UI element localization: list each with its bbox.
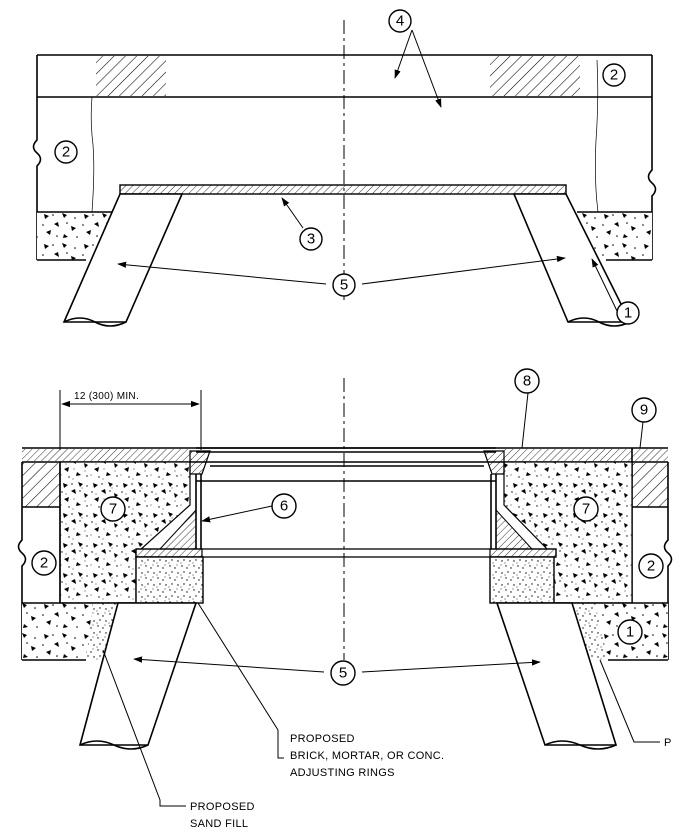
svg-text:PROPOSED: PROPOSED bbox=[190, 801, 255, 813]
top-cover-plate bbox=[119, 184, 567, 195]
bottom-right-break-line bbox=[663, 462, 673, 660]
top-pavement-layer bbox=[37, 54, 652, 98]
right-break-line bbox=[647, 55, 657, 260]
callout-2-top-right: 2 bbox=[602, 63, 626, 87]
adjusting-rings bbox=[135, 556, 555, 604]
svg-text:ADJUSTING RINGS: ADJUSTING RINGS bbox=[290, 767, 395, 779]
callout-7-left: 7 bbox=[100, 496, 126, 522]
callout-2-bottom-left: 2 bbox=[31, 550, 57, 576]
callout-5-top: 5 bbox=[332, 273, 356, 297]
manhole-frame bbox=[135, 447, 557, 558]
svg-text:2: 2 bbox=[610, 67, 618, 84]
existing-detail: 4 2 2 3 5 1 bbox=[32, 9, 657, 327]
svg-text:4: 4 bbox=[396, 13, 404, 30]
svg-text:7: 7 bbox=[582, 501, 590, 518]
callout-8: 8 bbox=[514, 368, 540, 394]
left-break-line bbox=[32, 55, 42, 260]
bottom-cone-walls bbox=[78, 602, 618, 750]
svg-text:2: 2 bbox=[647, 558, 655, 575]
svg-text:PROPOSED: PROPOSED bbox=[290, 733, 355, 745]
svg-text:1: 1 bbox=[624, 305, 632, 322]
svg-text:7: 7 bbox=[109, 501, 117, 518]
svg-text:8: 8 bbox=[523, 373, 531, 390]
svg-text:2: 2 bbox=[62, 144, 70, 161]
p-label: P bbox=[664, 737, 672, 749]
adjusting-rings-note: PROPOSED BRICK, MORTAR, OR CONC. ADJUSTI… bbox=[290, 733, 444, 779]
callout-1-bottom: 1 bbox=[617, 619, 643, 645]
svg-text:12 (300) MIN.: 12 (300) MIN. bbox=[74, 391, 139, 402]
svg-text:BRICK, MORTAR, OR CONC.: BRICK, MORTAR, OR CONC. bbox=[290, 750, 444, 762]
svg-text:1: 1 bbox=[626, 624, 634, 641]
callout-4-top: 4 bbox=[388, 9, 412, 33]
top-cone-walls bbox=[62, 193, 632, 327]
proposed-detail: 12 (300) MIN. bbox=[17, 368, 673, 830]
svg-text:5: 5 bbox=[339, 665, 347, 682]
callout-3-top: 3 bbox=[299, 227, 323, 251]
sand-fill-note: PROPOSED SAND FILL bbox=[190, 801, 255, 830]
callout-2-bottom-right: 2 bbox=[638, 553, 664, 579]
svg-text:SAND FILL: SAND FILL bbox=[190, 818, 248, 830]
callout-7-right: 7 bbox=[573, 496, 599, 522]
svg-text:2: 2 bbox=[40, 555, 48, 572]
callout-2-top-left: 2 bbox=[54, 140, 78, 164]
callout-5-bottom: 5 bbox=[330, 660, 356, 686]
svg-text:3: 3 bbox=[307, 231, 315, 248]
callout-1-top: 1 bbox=[616, 301, 640, 325]
svg-text:5: 5 bbox=[340, 277, 348, 294]
svg-text:6: 6 bbox=[280, 498, 288, 515]
bottom-left-break-line bbox=[17, 462, 27, 660]
callout-9: 9 bbox=[631, 397, 657, 423]
svg-text:9: 9 bbox=[640, 402, 648, 419]
dimension-12-min: 12 (300) MIN. bbox=[59, 390, 202, 450]
callout-6: 6 bbox=[271, 493, 297, 519]
